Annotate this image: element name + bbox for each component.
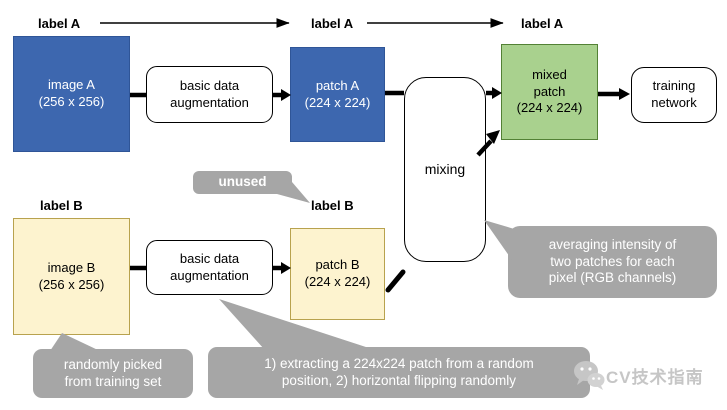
augmentation-b-line2: augmentation <box>170 267 249 283</box>
image-a-title: image A <box>48 77 95 93</box>
training-line2: network <box>651 95 697 110</box>
mixed-patch-line1: mixed <box>532 66 567 82</box>
image-a-size: (256 x 256) <box>38 94 105 109</box>
callout-randomly-picked-line1: randomly picked <box>63 356 163 372</box>
callout-unused-text: unused <box>218 174 267 190</box>
image-b-box: image B (256 x 256) <box>13 218 130 335</box>
callout-extracting-line1: 1) extracting a 224x224 patch from a ran… <box>264 355 534 371</box>
patch-b-title: patch B <box>315 257 360 273</box>
mixing-label: mixing <box>424 161 466 178</box>
wechat-icon <box>574 361 605 390</box>
label-a-patch: label A <box>311 16 354 31</box>
callout-extracting: 1) extracting a 224x224 patch from a ran… <box>208 347 590 398</box>
training-network-box: training network <box>631 67 717 123</box>
patch-b-box: patch B (224 x 224) <box>290 228 385 320</box>
training-line1: training <box>652 78 696 94</box>
watermark: CV技术指南 <box>572 354 722 396</box>
augmentation-a-line2: augmentation <box>170 94 249 110</box>
image-a-box: image A (256 x 256) <box>13 36 130 152</box>
callout-averaging-line3: pixel (RGB channels) <box>548 270 677 286</box>
image-b-size: (256 x 256) <box>38 276 105 292</box>
patch-a-box: patch A (224 x 224) <box>290 47 385 142</box>
watermark-text: CV技术指南 <box>606 367 704 387</box>
image-b-title: image B <box>47 259 96 275</box>
callout-unused: unused <box>193 171 292 194</box>
augmentation-a-box: basic data augmentation <box>146 66 273 123</box>
label-b-source: label B <box>40 198 83 213</box>
callout-randomly-picked-line2: from training set <box>64 373 162 389</box>
mixed-patch-box: mixed patch (224 x 224) <box>501 44 598 140</box>
label-a-source: label A <box>38 16 81 31</box>
augmentation-b-line1: basic data <box>179 250 240 266</box>
mixing-to-mixed-diagonal-arrowhead <box>486 130 500 144</box>
mixed-patch-line2: patch <box>533 83 566 99</box>
callout-averaging-line2: two patches for each <box>550 253 675 269</box>
patch-a-title: patch A <box>315 77 360 93</box>
callout-randomly-picked: randomly picked from training set <box>33 349 193 398</box>
label-b-patch: label B <box>311 198 354 213</box>
patch-b-size: (224 x 224) <box>304 274 371 289</box>
augmentation-a-line1: basic data <box>179 77 240 93</box>
mixed-to-training-arrowhead <box>619 88 630 100</box>
label-a-mixed: label A <box>521 16 564 31</box>
callout-averaging: averaging intensity of two patches for e… <box>508 226 717 298</box>
patch-b-to-mixing <box>385 269 406 293</box>
mixed-patch-size: (224 x 224) <box>516 100 583 116</box>
callout-averaging-line1: averaging intensity of <box>548 236 677 252</box>
mixing-box: mixing <box>404 77 486 262</box>
patch-a-size: (224 x 224) <box>304 94 371 110</box>
augmentation-b-box: basic data augmentation <box>146 240 273 295</box>
callout-extracting-line2: position, 2) horizontal flipping randoml… <box>281 372 517 388</box>
